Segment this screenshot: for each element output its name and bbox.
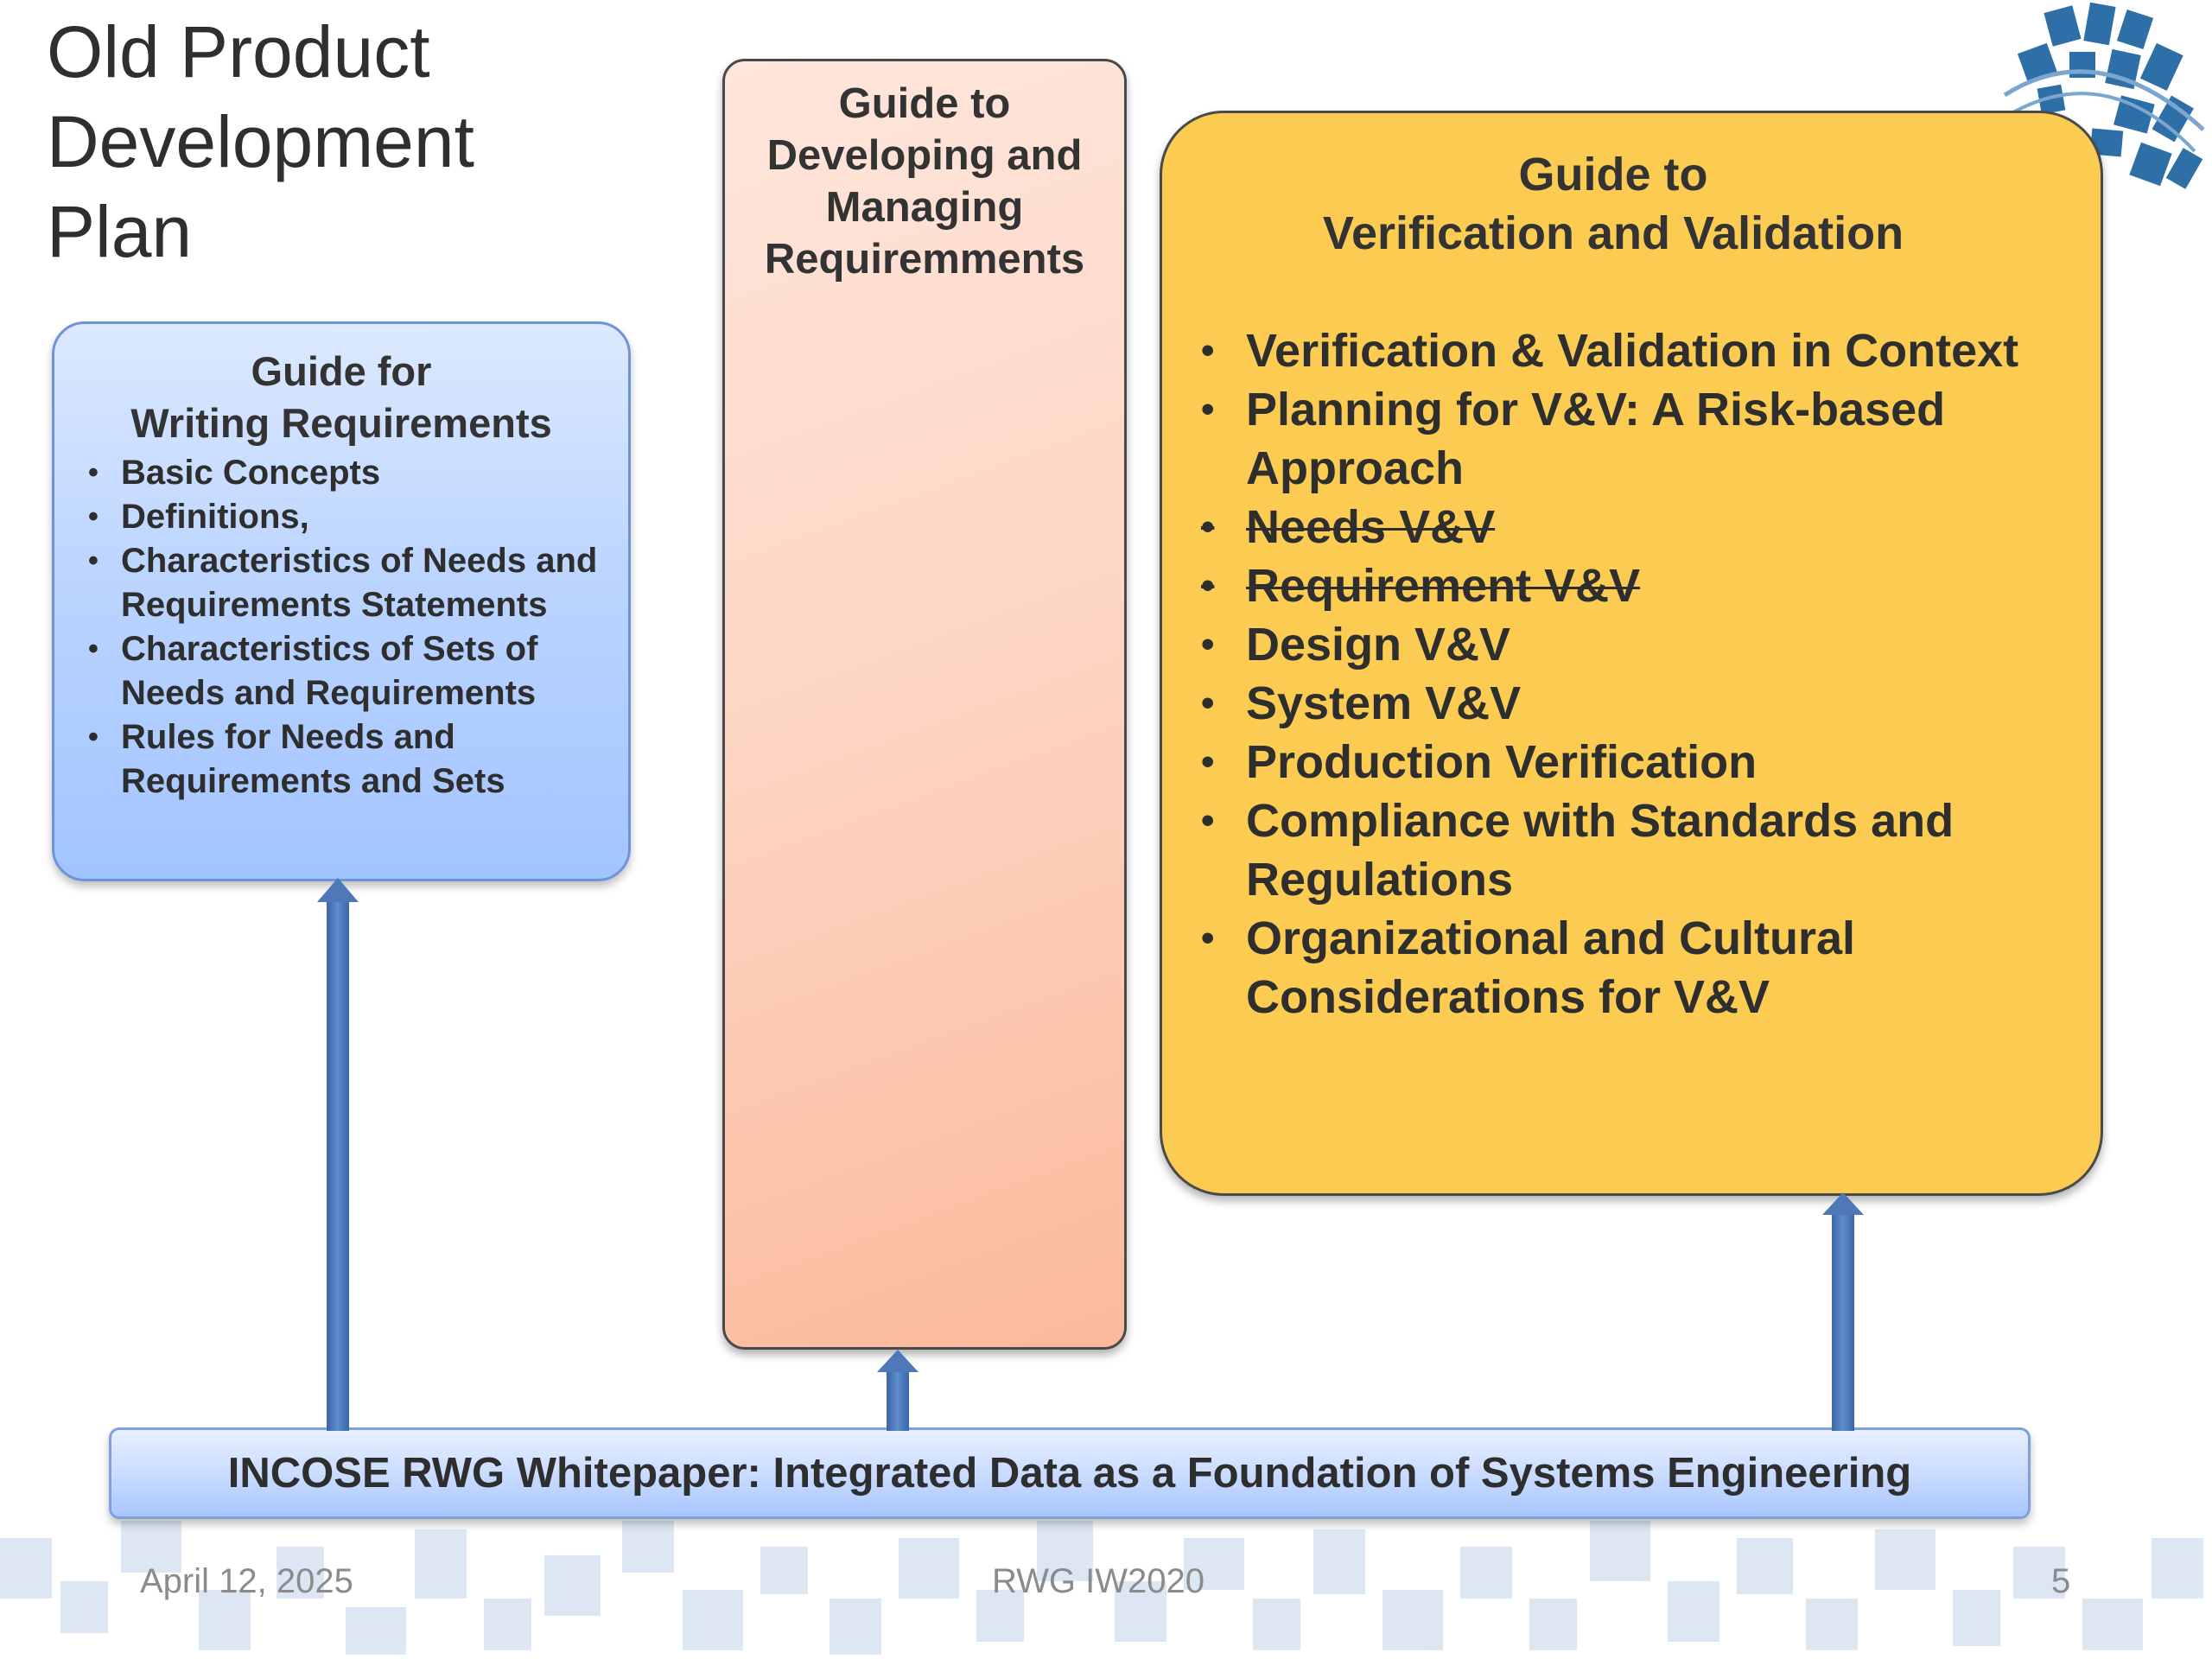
list-item: Requirement V&V xyxy=(1201,556,2093,615)
footer-square-pattern xyxy=(0,1521,2203,1655)
list-item-text: Compliance with Standards and Regulation… xyxy=(1246,795,1955,906)
developing-title-line: Managing xyxy=(825,184,1024,231)
list-item: Characteristics of Needs and Requirement… xyxy=(88,539,631,627)
list-item-text: Production Verification xyxy=(1246,736,1758,788)
footer-date: April 12, 2025 xyxy=(140,1562,353,1600)
list-item-text: Planning for V&V: A Risk-based Approach xyxy=(1246,384,1946,494)
developing-title-line: Developing and xyxy=(766,132,1083,179)
developing-title-line: Guide to xyxy=(838,80,1011,127)
developing-title-line: Requiremments xyxy=(764,236,1085,283)
list-item: Organizational and Cultural Consideratio… xyxy=(1201,909,2093,1027)
page-number: 5 xyxy=(2051,1562,2071,1600)
writing-box-title: Guide for Writing Requirements xyxy=(52,346,631,449)
list-item-text: Verification & Validation in Context xyxy=(1246,325,2019,377)
footer-event: RWG IW2020 xyxy=(992,1562,1205,1600)
arrow-to-developing-box xyxy=(877,1350,918,1431)
vv-title-line: Guide to xyxy=(1518,149,1708,200)
vv-box-title: Guide to Verification and Validation xyxy=(1004,145,2212,263)
writing-title-line: Guide for xyxy=(251,348,432,394)
arrow-to-writing-box xyxy=(317,878,359,1431)
list-item: Basic Concepts xyxy=(88,451,631,495)
title-line: Old Product xyxy=(47,11,430,92)
list-item: Production Verification xyxy=(1201,733,2093,791)
list-item-text: Organizational and Cultural Consideratio… xyxy=(1246,912,1856,1023)
vv-topics-list: Verification & Validation in ContextPlan… xyxy=(1201,321,2093,1027)
list-item-text: System V&V xyxy=(1246,677,1522,729)
writing-title-line: Writing Requirements xyxy=(130,400,552,446)
title-line: Plan xyxy=(47,191,193,272)
developing-requirements-box xyxy=(722,59,1127,1350)
list-item: Design V&V xyxy=(1201,615,2093,674)
list-item: Compliance with Standards and Regulation… xyxy=(1201,791,2093,909)
list-item: Rules for Needs and Requirements and Set… xyxy=(88,715,631,804)
vv-title-line: Verification and Validation xyxy=(1322,207,1904,259)
list-item: Verification & Validation in Context xyxy=(1201,321,2093,380)
arrow-to-vv-box xyxy=(1822,1192,1864,1431)
developing-box-title: Guide to Developing and Managing Require… xyxy=(722,78,1127,285)
list-item-text: Needs V&V xyxy=(1246,501,1496,553)
list-item: Planning for V&V: A Risk-based Approach xyxy=(1201,380,2093,498)
slide-title: Old Product Development Plan xyxy=(47,7,474,276)
list-item: Characteristics of Sets of Needs and Req… xyxy=(88,627,631,715)
incose-whitepaper-label: INCOSE RWG Whitepaper: Integrated Data a… xyxy=(227,1450,1912,1497)
list-item: Needs V&V xyxy=(1201,498,2093,556)
globe-squares-logo-icon xyxy=(2003,2,2205,189)
list-item: Definitions, xyxy=(88,495,631,539)
list-item-text: Design V&V xyxy=(1246,619,1511,671)
writing-topics-list: Basic Concepts Definitions, Characterist… xyxy=(88,451,631,804)
incose-whitepaper-box xyxy=(109,1427,2031,1519)
list-item: System V&V xyxy=(1201,674,2093,733)
title-line: Development xyxy=(47,101,474,182)
list-item-text: Requirement V&V xyxy=(1246,560,1641,612)
